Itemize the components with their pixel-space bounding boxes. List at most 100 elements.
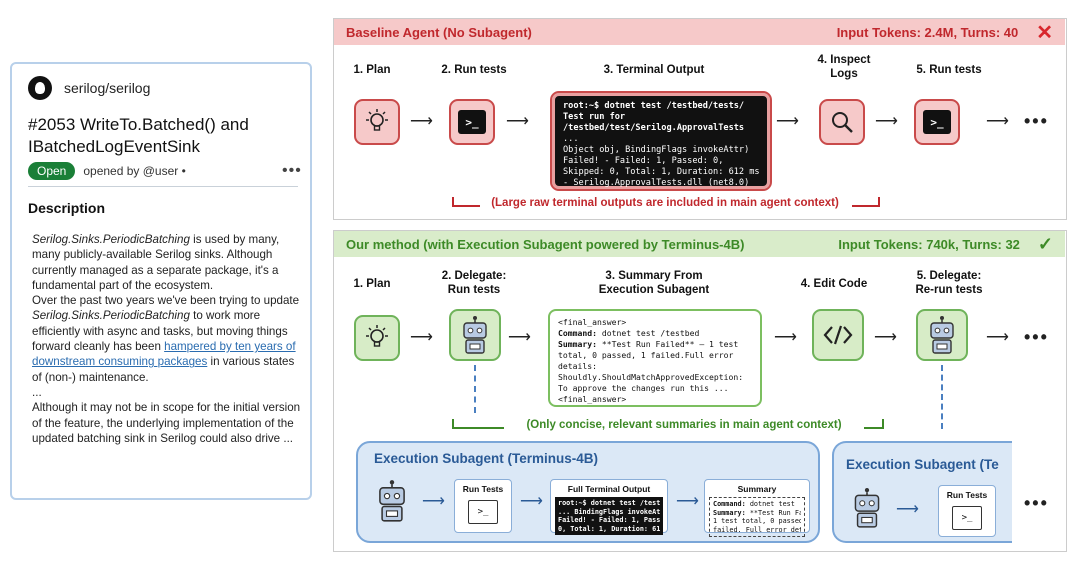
ours-title: Our method (with Execution Subagent powe… xyxy=(346,236,745,252)
sub-arrow-1: ⟶ xyxy=(422,493,445,510)
description-body: Serilog.Sinks.PeriodicBatching is used b… xyxy=(32,232,302,446)
terminal-line-4: ... xyxy=(563,134,579,144)
ours-note: (Only concise, relevant summaries in mai… xyxy=(526,419,842,431)
fail-x-icon: ✕ xyxy=(1036,21,1053,44)
arrow-1: ⟶ xyxy=(410,113,433,130)
opened-by-text: opened by @user • xyxy=(83,164,186,178)
code-brackets-icon xyxy=(823,325,853,345)
baseline-run-tests-box: >_ xyxy=(449,99,495,145)
description-paragraph-4: Although it may not be in scope for the … xyxy=(32,401,301,445)
success-check-icon: ✓ xyxy=(1037,233,1053,254)
package-name: Serilog.Sinks.PeriodicBatching xyxy=(32,233,190,246)
ours-step-plan: 1. Plan xyxy=(353,278,391,290)
summary-line-5: details: xyxy=(558,361,597,371)
sub-summary-line-3: 1 test total, 0 passed, 1 xyxy=(713,517,801,525)
ours-header: Our method (with Execution Subagent powe… xyxy=(334,231,1065,257)
sub2-arrow: ⟶ xyxy=(896,501,919,518)
dashed-connector-right xyxy=(941,365,943,429)
baseline-panel: Baseline Agent (No Subagent) Input Token… xyxy=(333,18,1067,220)
arrow-4: ⟶ xyxy=(874,329,897,346)
paragraph-2-post: to work more efficiently with async and … xyxy=(32,309,288,354)
ours-step-redelegate: 5. Delegate: Re-run tests xyxy=(915,270,983,296)
baseline-note: (Large raw terminal outputs are included… xyxy=(491,197,839,209)
arrow-5: ⟶ xyxy=(986,113,1009,130)
green-bracket-left-tick xyxy=(452,419,454,427)
ours-plan-box xyxy=(354,315,400,361)
repo-name[interactable]: serilog/serilog xyxy=(64,80,151,96)
paragraph-1-text: is used by many, many publicly-available… xyxy=(32,233,280,292)
package-name-2: Serilog.Sinks.PeriodicBatching xyxy=(32,309,190,323)
subagent2-run-tests-box: Run Tests >_ xyxy=(938,485,996,537)
magnifier-icon xyxy=(832,112,853,133)
subagent-summary-box: Summary Command: dotnet test Summary: **… xyxy=(704,479,810,537)
terminal-line-1: root:~$ dotnet test /testbed/tests/ xyxy=(563,101,745,111)
repo-row: serilog/serilog xyxy=(28,76,150,100)
ours-step-summary: 3. Summary From Execution Subagent xyxy=(598,270,710,296)
summary-line-7: To approve the changes run this ... xyxy=(558,383,729,393)
subagent-robot-2 xyxy=(848,487,886,534)
subagent-run-tests-box: Run Tests >_ xyxy=(454,479,512,533)
dashed-connector-left xyxy=(474,365,476,413)
baseline-terminal-output: root:~$ dotnet test /testbed/tests/ Test… xyxy=(550,91,772,191)
baseline-step-run-tests: 2. Run tests xyxy=(441,64,507,76)
ours-panel: Our method (with Execution Subagent powe… xyxy=(333,230,1067,552)
arrow-5: ⟶ xyxy=(986,329,1009,346)
subagent2-run-tests-label: Run Tests xyxy=(946,490,988,500)
green-bracket-right-tick xyxy=(882,419,884,427)
terminal-line-7: Skipped: 0, Total: 1, Duration: 612 ms xyxy=(563,167,759,177)
baseline-stats: Input Tokens: 2.4M, Turns: 40 xyxy=(836,24,1019,40)
downstream-packages-link[interactable]: hampered by ten years of downstream cons… xyxy=(32,340,296,369)
robot-icon xyxy=(463,316,487,354)
note-bracket-left-tick xyxy=(452,197,454,205)
ours-stats: Input Tokens: 740k, Turns: 32 xyxy=(838,236,1020,252)
continuation-ellipsis: ••• xyxy=(1024,327,1049,347)
terminal-icon: >_ xyxy=(923,110,951,134)
issue-card: serilog/serilog #2053 WriteTo.Batched() … xyxy=(10,62,312,500)
lightbulb-icon xyxy=(366,109,388,131)
sub-summary-line-2: Summary: **Test Run Failed** - xyxy=(713,508,801,517)
full-output-line-1: root:~$ dotnet test /testbed xyxy=(558,499,660,507)
ours-redelegate-box xyxy=(916,309,968,361)
status-badge: Open xyxy=(28,162,76,180)
issue-title: #2053 WriteTo.Batched() and IBatchedLogE… xyxy=(28,115,249,156)
subagent-summary-label: Summary xyxy=(737,484,777,494)
subagent-full-output-label: Full Terminal Output xyxy=(567,484,651,494)
baseline-inspect-box xyxy=(819,99,865,145)
terminal-line-3: /testbed/test/Serilog.ApprovalTests xyxy=(563,123,745,133)
arrow-4: ⟶ xyxy=(875,113,898,130)
baseline-step-plan: 1. Plan xyxy=(353,64,391,76)
summary-line-3: Summary: **Test Run Failed** – 1 test xyxy=(558,339,739,349)
description-paragraph-1: Serilog.Sinks.PeriodicBatching is used b… xyxy=(32,232,302,293)
sub-arrow-2: ⟶ xyxy=(520,493,543,510)
baseline-title: Baseline Agent (No Subagent) xyxy=(346,24,532,40)
terminal-icon: >_ xyxy=(952,506,982,530)
subagent-robot xyxy=(372,479,412,528)
sub-summary-line-4: failed. Full error details: ... xyxy=(713,525,801,534)
issue-status-row: Open opened by @user • xyxy=(28,162,186,180)
terminal-line-8: - Serilog.ApprovalTests.dll (net8.0) xyxy=(563,178,750,188)
subagent-box: Execution Subagent (Terminus-4B) ⟶ Run T… xyxy=(356,441,820,543)
terminal-line-5: Object obj, BindingFlags invokeAttr) xyxy=(563,145,750,155)
ours-step-edit-code: 4. Edit Code xyxy=(800,278,868,290)
paragraph-2-pre: Over the past two years we've been tryin… xyxy=(32,294,300,308)
full-output-line-4: 0, Total: 1, Duration: 612 ms xyxy=(558,524,660,533)
note-bracket-right xyxy=(852,205,880,207)
summary-line-1: <final_answer> xyxy=(558,317,627,327)
ours-step-delegate: 2. Delegate: Run tests xyxy=(441,270,507,296)
terminal-line-6: Failed! - Failed: 1, Passed: 0, xyxy=(563,156,724,166)
subagent-continuation-ellipsis: ••• xyxy=(1024,493,1049,513)
arrow-2: ⟶ xyxy=(506,113,529,130)
summary-line-2: Command: dotnet test /testbed xyxy=(558,328,700,338)
robot-icon xyxy=(930,316,954,354)
baseline-step-terminal-output: 3. Terminal Output xyxy=(603,64,705,76)
more-options-icon[interactable]: ••• xyxy=(282,162,302,179)
description-ellipsis: ... xyxy=(32,385,42,399)
subagent-run-tests-label: Run Tests xyxy=(462,484,504,494)
description-heading: Description xyxy=(28,200,106,216)
robot-icon xyxy=(854,488,880,528)
divider xyxy=(28,186,298,187)
arrow-2: ⟶ xyxy=(508,329,531,346)
lightbulb-icon xyxy=(366,325,388,347)
arrow-3: ⟶ xyxy=(776,113,799,130)
paragraph-2-end: in various states of (non-) maintenance. xyxy=(32,355,295,384)
